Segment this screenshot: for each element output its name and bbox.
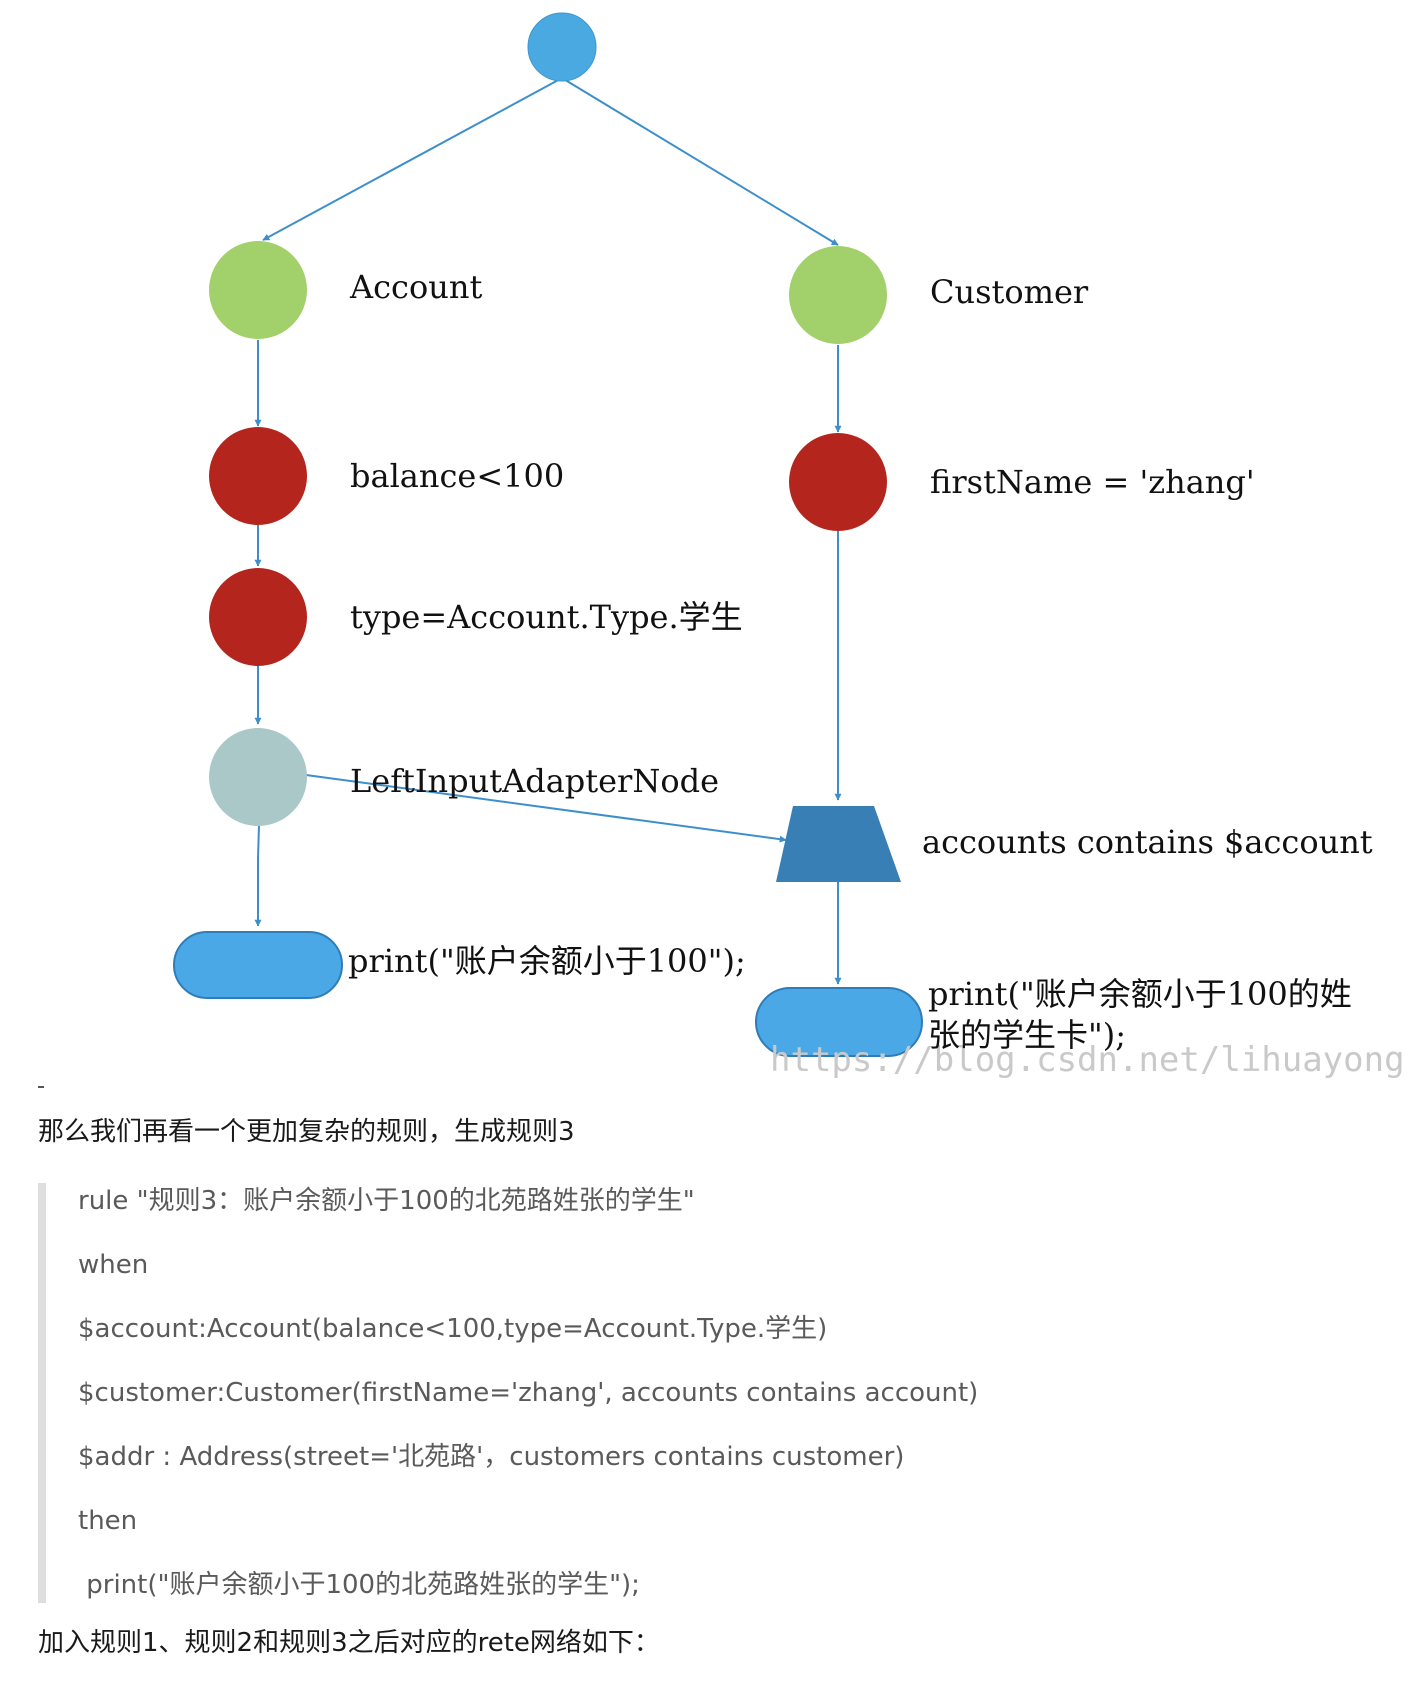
terminal-node-right (755, 987, 923, 1057)
edge-adapter-to-terminal-left (254, 824, 262, 927)
edge-root-to-account (262, 77, 563, 241)
customer-label: Customer (930, 273, 1089, 311)
rule3-code-block: rule "规则3：账户余额小于100的北苑路姓张的学生" when $acco… (38, 1183, 1378, 1603)
print-right-label-line2: 张的学生卡"); (928, 1016, 1126, 1054)
diagram-edges (254, 77, 842, 985)
code-line: $account:Account(balance<100,type=Accoun… (78, 1314, 828, 1344)
edge-adapter-to-join (305, 774, 787, 843)
diagram-labels: Account Customer balance<100 firstName =… (348, 268, 1405, 1080)
account-label: Account (349, 268, 482, 306)
left-input-adapter-label: LeftInputAdapterNode (350, 762, 719, 800)
edge-root-to-customer (561, 77, 839, 246)
print-left-label: print("账户余额小于100"); (348, 942, 746, 980)
type-alpha-node (209, 568, 307, 666)
balance-alpha-node (209, 427, 307, 525)
code-line: $addr : Address(street='北苑路'，customers c… (78, 1442, 905, 1472)
root-node (527, 12, 597, 82)
left-input-adapter-node (209, 728, 307, 826)
diagram-nodes (173, 12, 923, 1057)
firstname-label: firstName = 'zhang' (930, 463, 1255, 501)
firstname-alpha-node (789, 433, 887, 531)
code-line: then (78, 1506, 138, 1536)
rete-network-diagram: Account Customer balance<100 firstName =… (173, 12, 1405, 1080)
account-object-type-node (209, 241, 307, 339)
code-line: rule "规则3：账户余额小于100的北苑路姓张的学生" (78, 1186, 695, 1216)
outro-paragraph: 加入规则1、规则2和规则3之后对应的rete网络如下： (38, 1628, 660, 1658)
accounts-contains-label: accounts contains $account (922, 823, 1373, 861)
customer-object-type-node (789, 246, 887, 344)
join-node (776, 806, 901, 882)
code-line: print("账户余额小于100的北苑路姓张的学生"); (78, 1570, 640, 1600)
code-line: $customer:Customer(firstName='zhang', ac… (78, 1378, 979, 1408)
separator-mark (38, 1086, 44, 1088)
intro-paragraph: 那么我们再看一个更加复杂的规则，生成规则3 (38, 1117, 575, 1147)
type-label: type=Account.Type.学生 (350, 598, 743, 636)
terminal-node-left (173, 931, 343, 999)
csdn-watermark: https://blog.csdn.net/lihuayong (770, 1040, 1405, 1080)
print-right-label-line1: print("账户余额小于100的姓 (928, 975, 1352, 1013)
code-line: when (78, 1250, 149, 1280)
balance-label: balance<100 (350, 457, 564, 495)
